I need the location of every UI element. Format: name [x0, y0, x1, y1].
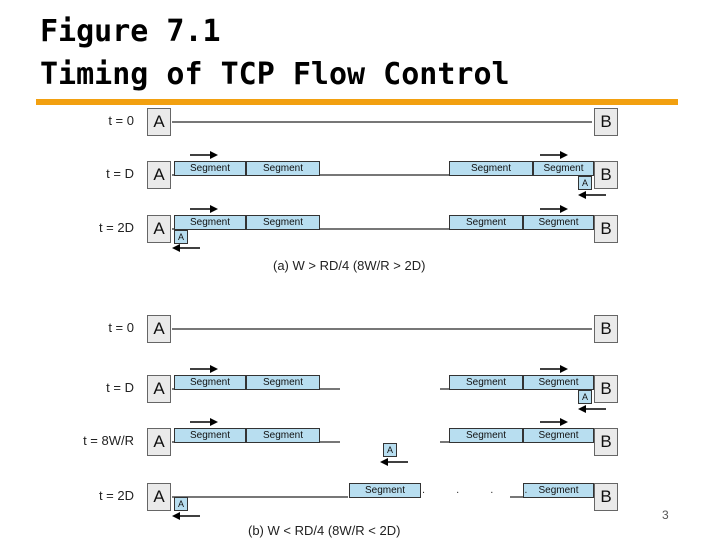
time-label: t = D [106, 166, 134, 181]
segment-box: Segment [246, 428, 320, 443]
ack-box: A [578, 176, 592, 190]
link-line [172, 228, 592, 230]
time-label: t = 8W/R [83, 433, 134, 448]
right-arrow-icon [190, 365, 218, 373]
time-label: t = 2D [98, 488, 134, 503]
right-arrow-icon [540, 205, 568, 213]
segment-box: Segment [449, 428, 523, 443]
ack-box: A [174, 230, 188, 244]
segment-box: Segment [174, 215, 246, 230]
station-b-box: B [594, 161, 618, 189]
station-a-box: A [147, 315, 171, 343]
right-arrow-icon [540, 418, 568, 426]
station-b-box: B [594, 428, 618, 456]
link-line [172, 121, 592, 123]
segment-box: Segment [174, 375, 246, 390]
ack-box: A [174, 497, 188, 511]
station-b-box: B [594, 375, 618, 403]
station-a-box: A [147, 483, 171, 511]
link-line [172, 174, 592, 176]
station-b-box: B [594, 483, 618, 511]
segment-box: Segment [174, 161, 246, 176]
time-label: t = 0 [108, 113, 134, 128]
station-a-box: A [147, 215, 171, 243]
segment-box: Segment [523, 215, 594, 230]
time-label: t = 2D [98, 220, 134, 235]
segment-box: Segment [349, 483, 421, 498]
station-b-box: B [594, 315, 618, 343]
station-a-box: A [147, 161, 171, 189]
segment-box: Segment [449, 215, 523, 230]
station-b-box: B [594, 215, 618, 243]
caption-b: (b) W < RD/4 (8W/R < 2D) [248, 523, 401, 538]
link-line [172, 328, 592, 330]
page-number: 3 [662, 508, 669, 522]
right-arrow-icon [540, 365, 568, 373]
segment-box: Segment [523, 375, 594, 390]
left-arrow-icon [578, 191, 606, 199]
ack-box: A [578, 390, 592, 404]
segment-box: Segment [533, 161, 594, 176]
left-arrow-icon [172, 512, 200, 520]
segment-box: Segment [449, 375, 523, 390]
station-b-box: B [594, 108, 618, 136]
segment-box: Segment [523, 483, 594, 498]
left-arrow-icon [578, 405, 606, 413]
left-arrow-icon [380, 458, 408, 466]
segment-box: Segment [174, 428, 246, 443]
time-label: t = 0 [108, 320, 134, 335]
title-divider [36, 99, 678, 105]
time-label: t = D [106, 380, 134, 395]
segment-box: Segment [246, 161, 320, 176]
left-arrow-icon [172, 244, 200, 252]
right-arrow-icon [540, 151, 568, 159]
caption-a: (a) W > RD/4 (8W/R > 2D) [273, 258, 426, 273]
dotted-gap: . . . . [422, 484, 542, 496]
station-a-box: A [147, 108, 171, 136]
right-arrow-icon [190, 205, 218, 213]
slide-title-line1: Figure 7.1 [40, 14, 221, 49]
link-line [172, 496, 348, 498]
segment-box: Segment [523, 428, 594, 443]
right-arrow-icon [190, 418, 218, 426]
station-a-box: A [147, 375, 171, 403]
segment-box: Segment [246, 375, 320, 390]
segment-box: Segment [449, 161, 533, 176]
right-arrow-icon [190, 151, 218, 159]
ack-box: A [383, 443, 397, 457]
segment-box: Segment [246, 215, 320, 230]
slide-title-line2: Timing of TCP Flow Control [40, 57, 510, 92]
station-a-box: A [147, 428, 171, 456]
